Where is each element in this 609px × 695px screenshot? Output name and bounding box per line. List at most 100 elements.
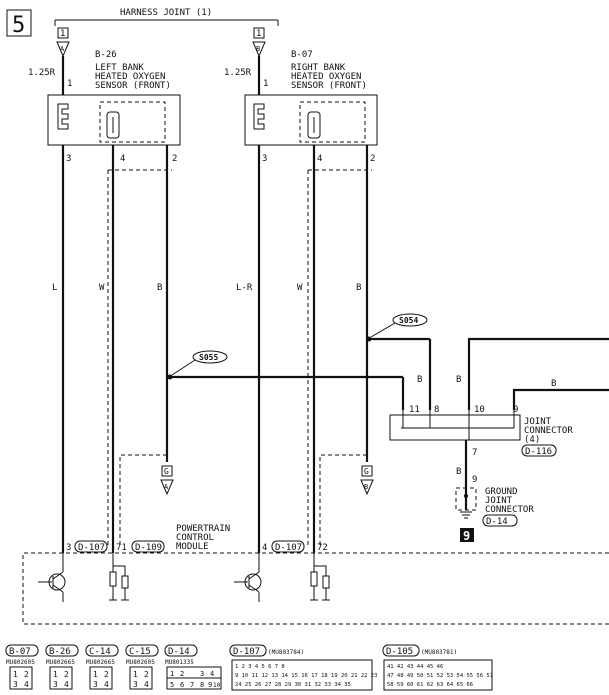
svg-text:C-14: C-14 xyxy=(89,647,111,657)
pcm-name-3: MODULE xyxy=(176,542,209,552)
left-pin-a: 3 xyxy=(66,154,71,164)
jc-wire-color-2: B xyxy=(456,375,461,385)
right-wire-a-color: L-R xyxy=(236,283,253,293)
svg-text:8: 8 xyxy=(200,681,204,689)
right-pin-b: 4 xyxy=(317,154,322,164)
s055-label-oval xyxy=(192,350,228,364)
pcm-resistor-left-2 xyxy=(121,575,129,589)
right-sensor-name-1: RIGHT BANK xyxy=(291,63,346,73)
svg-text:3: 3 xyxy=(133,680,138,689)
svg-text:9 10 11 12 13 14 15 16 17 18 1: 9 10 11 12 13 14 15 16 17 18 19 20 21 22… xyxy=(235,673,377,679)
left-pin-b: 4 xyxy=(120,154,125,164)
pcm-conn-a-left-oval xyxy=(74,540,108,553)
jc-pin-9: 9 xyxy=(513,405,518,415)
right-wire-size: 1.25R xyxy=(224,68,252,78)
svg-text:3: 3 xyxy=(200,670,204,678)
left-pin-top: 1 xyxy=(67,79,72,89)
left-sensor-name-2: HEATED OXYGEN xyxy=(95,72,165,82)
connector-ref-d14: D-14 MU801335 1 2 3 4 5 6 7 8 9 10 xyxy=(164,644,222,690)
ground-wire-from-right-2 xyxy=(512,388,609,410)
right-sensor-name-2: HEATED OXYGEN xyxy=(291,72,361,82)
left-wire-c-color: B xyxy=(157,283,162,293)
svg-text:(MU803784): (MU803784) xyxy=(268,649,304,656)
svg-text:9: 9 xyxy=(208,681,212,689)
left-ground-shield xyxy=(119,454,170,545)
harness-ref-right: 1 xyxy=(256,29,261,39)
s055-leader xyxy=(171,359,196,376)
gj-wire-color: B xyxy=(456,467,461,477)
svg-text:5: 5 xyxy=(170,681,174,689)
gj-name-2: JOINT xyxy=(485,496,513,506)
left-sensor-name-1: LEFT BANK xyxy=(95,63,144,73)
page-number-box xyxy=(6,9,32,37)
svg-text:1: 1 xyxy=(93,670,98,679)
svg-text:24 25 26 27 28 29 30 31 32: 24 25 26 27 28 29 30 31 32 33 34 35 xyxy=(235,682,351,688)
right-heater-icon xyxy=(253,103,265,130)
svg-text:D-105: D-105 xyxy=(386,647,413,657)
right-sensor-connector: B-07 xyxy=(291,50,313,60)
gj-name-1: GROUND xyxy=(485,487,518,497)
harness-arrow-left-icon xyxy=(56,41,70,58)
svg-text:2: 2 xyxy=(104,670,109,679)
right-sensor-name-3: SENSOR (FRONT) xyxy=(291,81,367,91)
right-pin-c: 2 xyxy=(370,154,375,164)
svg-text:(MU803781): (MU803781) xyxy=(421,649,457,656)
svg-text:1: 1 xyxy=(13,670,18,679)
jc-wire-color-3: B xyxy=(551,379,556,389)
pcm-conn-b-oval xyxy=(131,540,165,553)
s054-splice-dot xyxy=(366,336,372,342)
left-wire-a-color: L xyxy=(52,283,57,293)
gj-pin: 9 xyxy=(472,475,477,485)
gj-connector: D-14 xyxy=(486,517,508,527)
jc-name-3: (4) xyxy=(524,435,540,445)
connector-ref-d107: D-107 (MU803784) 1 2 3 4 5 6 7 8 9 10 11… xyxy=(229,644,377,691)
pcm-int-right-b-branch xyxy=(314,565,327,576)
svg-text:MU802605: MU802605 xyxy=(126,659,155,666)
left-ground-tag-box xyxy=(161,465,173,477)
svg-text:4: 4 xyxy=(104,680,109,689)
pcm-name-2: CONTROL xyxy=(176,533,214,543)
jc-name-1: JOINT xyxy=(524,417,552,427)
svg-text:B-26: B-26 xyxy=(49,647,71,657)
pcm-pin-3: 3 xyxy=(66,543,71,553)
pcm-resistor-left xyxy=(109,571,117,587)
pcm-pin-71: 71 xyxy=(116,543,127,553)
harness-ref-left-box xyxy=(57,27,69,39)
left-wire-b-color: W xyxy=(99,283,105,293)
pcm-resistor-right-2 xyxy=(322,575,330,589)
pcm-transistor-right-emit xyxy=(248,584,260,593)
jc-pin-7: 7 xyxy=(472,448,477,458)
right-wire-b-color: W xyxy=(297,283,303,293)
s054-label-oval xyxy=(392,313,428,327)
pcm-conn-a-left: D-107 xyxy=(78,543,105,553)
svg-text:1: 1 xyxy=(53,670,58,679)
left-shield-box xyxy=(99,101,166,143)
gj-connector-oval xyxy=(482,514,518,527)
pcm-int-left-b-branch xyxy=(113,565,126,576)
gj-dashed-box xyxy=(455,487,477,511)
left-shield-run xyxy=(107,169,172,545)
gj-next-page: 9 xyxy=(463,529,470,543)
left-ground-arrow-letter: A xyxy=(164,483,169,491)
svg-text:4: 4 xyxy=(24,680,29,689)
svg-text:B-07: B-07 xyxy=(9,647,31,657)
svg-text:41 42 43 44 45 46: 41 42 43 44 45 46 xyxy=(387,664,443,670)
jc-pin-10: 10 xyxy=(474,405,485,415)
pcm-transistor-left-col xyxy=(52,571,64,580)
right-ground-arrow-icon xyxy=(360,479,374,496)
right-wire-c-color: B xyxy=(356,283,361,293)
pcm-pin-72: 72 xyxy=(317,543,328,553)
left-wire-size: 1.25R xyxy=(28,68,56,78)
svg-text:MU802605: MU802605 xyxy=(6,659,35,666)
right-pin-top: 1 xyxy=(263,79,268,89)
left-sensor-name-3: SENSOR (FRONT) xyxy=(95,81,171,91)
ground-wire-from-right-1 xyxy=(467,337,609,410)
gj-dot xyxy=(464,494,468,498)
svg-text:10: 10 xyxy=(213,682,221,689)
pcm-conn-a-right: D-107 xyxy=(275,543,302,553)
left-sensor-connector: B-26 xyxy=(95,50,117,60)
pcm-transistor-right-col xyxy=(248,571,260,580)
right-pin-a: 3 xyxy=(262,154,267,164)
svg-text:MU802665: MU802665 xyxy=(46,659,75,666)
page-number: 5 xyxy=(12,13,25,38)
